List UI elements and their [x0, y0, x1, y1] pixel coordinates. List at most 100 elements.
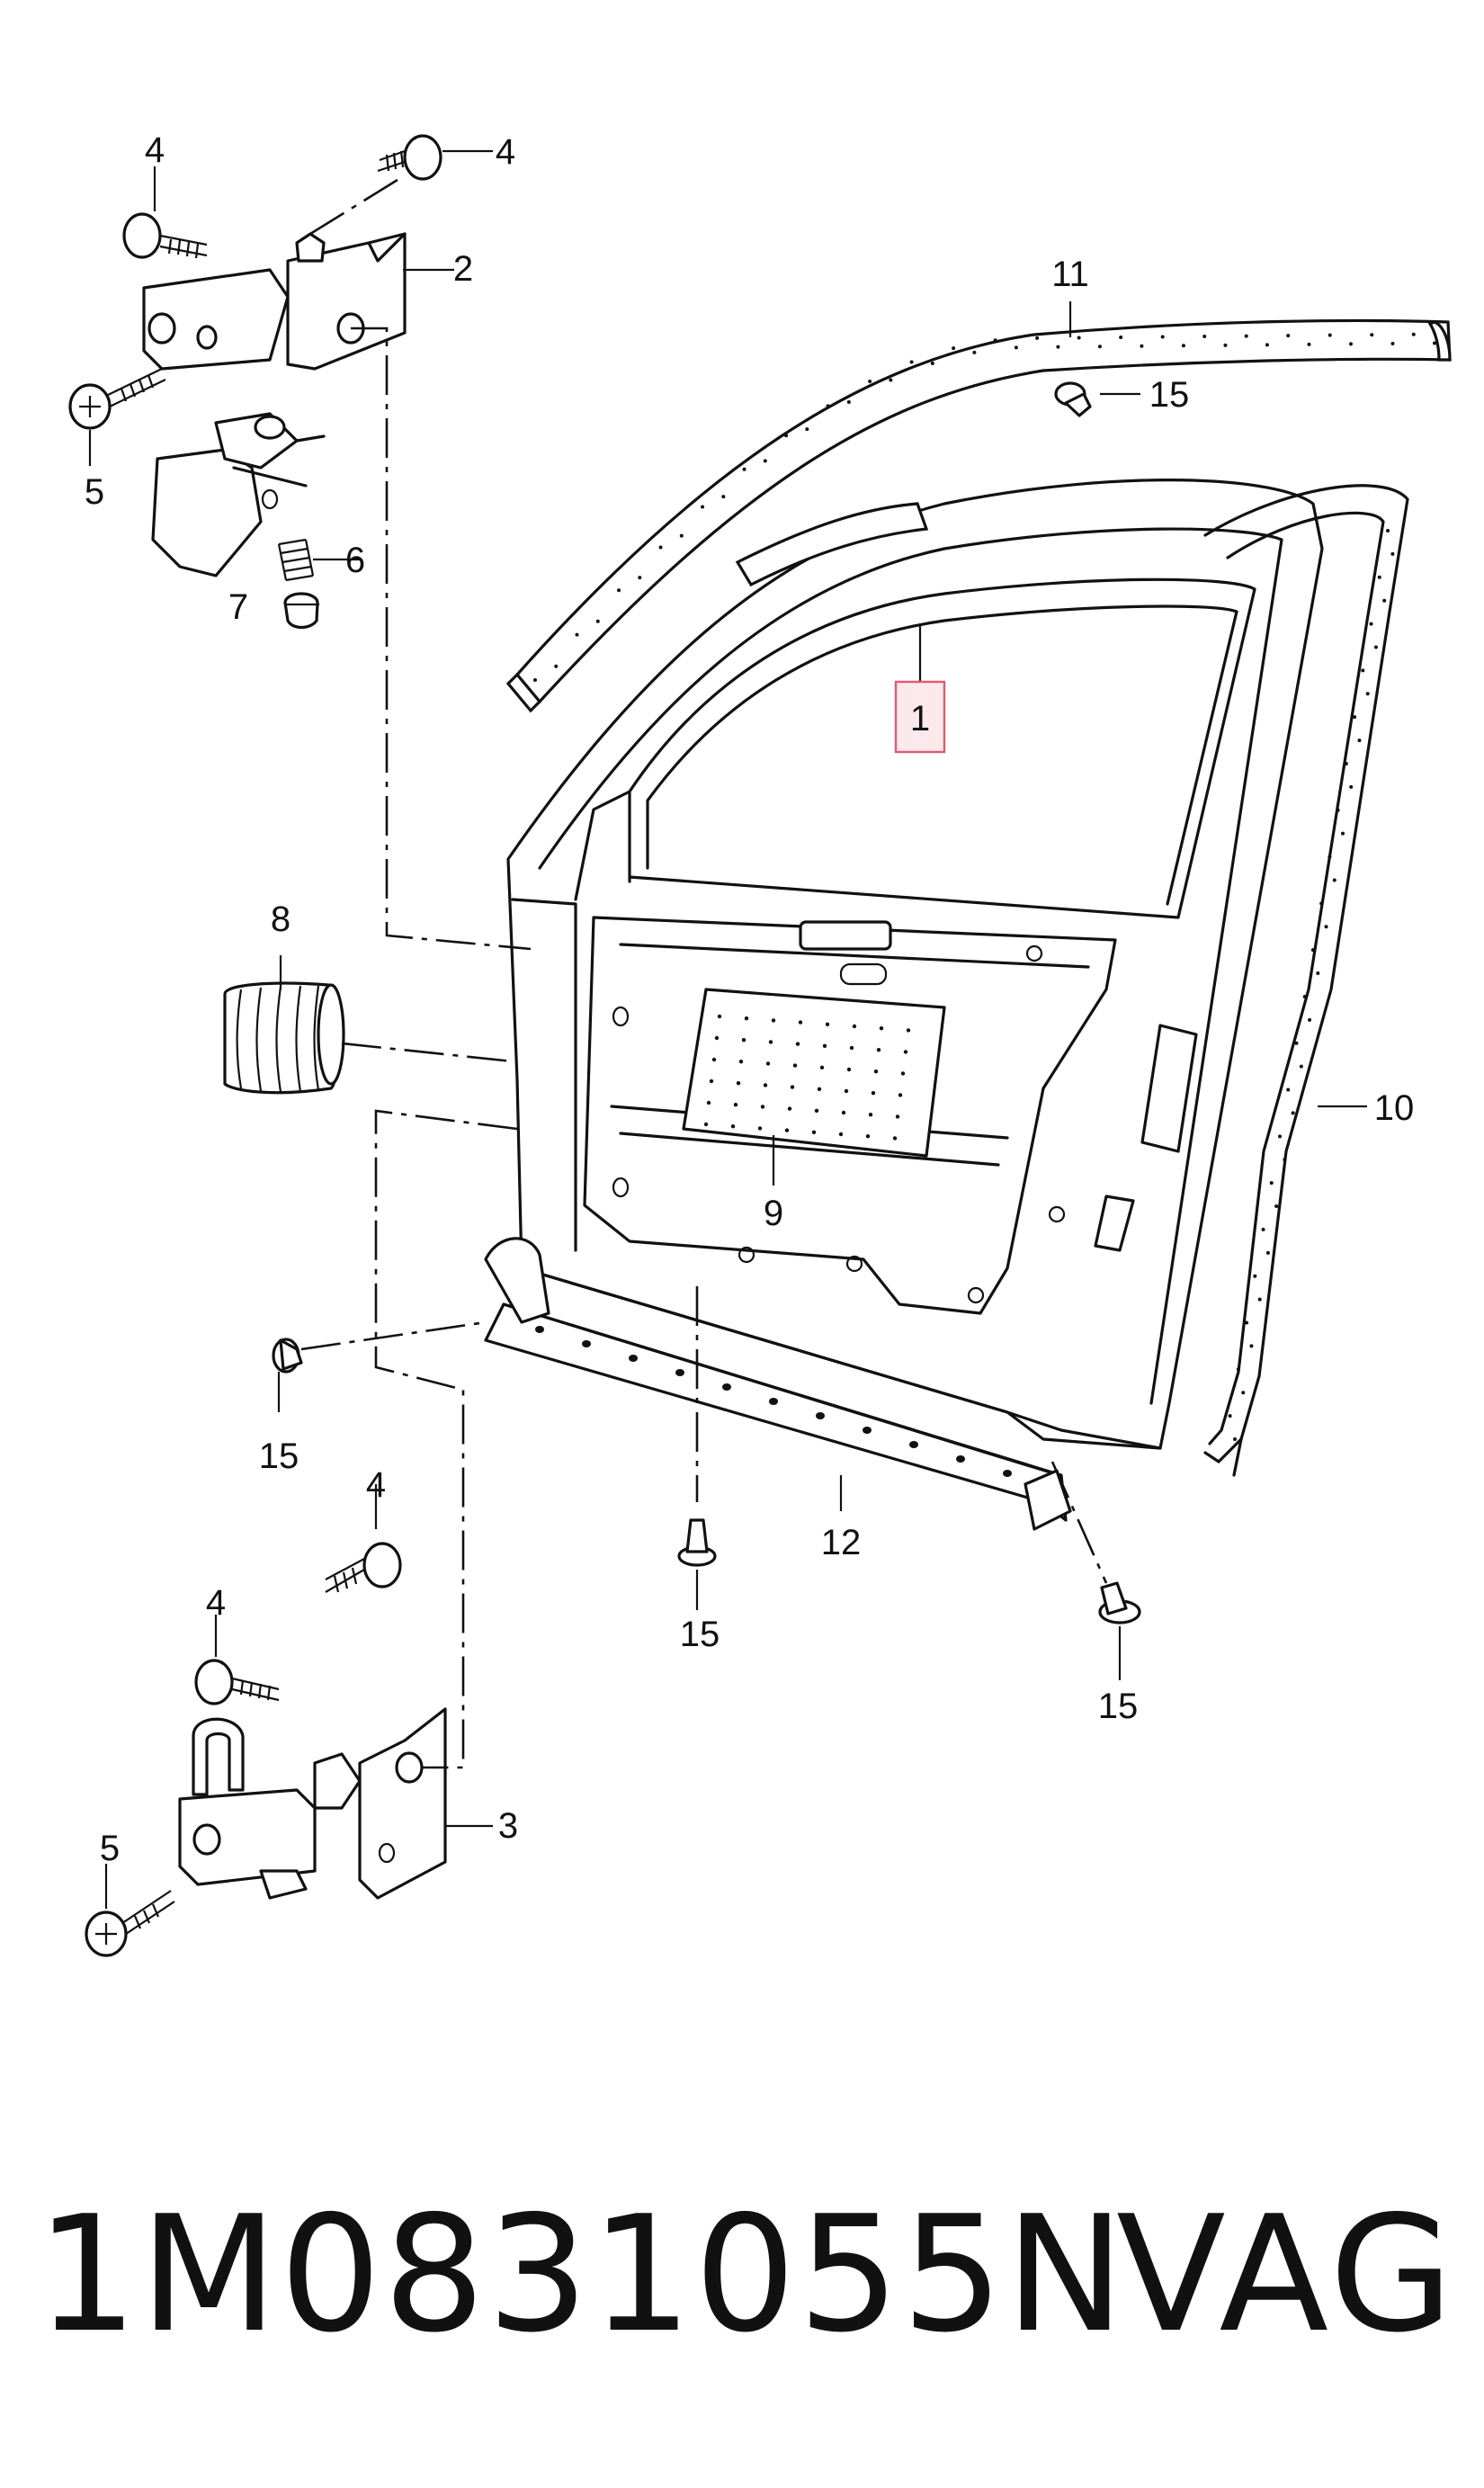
- texture-dot: [906, 1028, 911, 1033]
- texture-dot: [1370, 333, 1374, 337]
- sill-hole: [722, 1383, 731, 1391]
- texture-dot: [1286, 334, 1291, 338]
- texture-dot: [1241, 1391, 1246, 1395]
- texture-dot: [1035, 336, 1040, 340]
- texture-dot: [741, 1038, 746, 1043]
- texture-dot: [1119, 335, 1123, 339]
- texture-dot: [825, 1022, 830, 1027]
- clip-15-right: [1098, 1581, 1141, 1624]
- texture-dot: [841, 1110, 846, 1115]
- texture-dot: [838, 1132, 844, 1137]
- door-shell: [506, 479, 1324, 1450]
- callout-11: 11: [1051, 255, 1089, 294]
- texture-dot: [733, 1103, 738, 1107]
- texture-dot: [993, 338, 997, 343]
- texture-dot: [1181, 344, 1185, 348]
- texture-dot: [865, 1134, 871, 1139]
- screw-5-lower: [85, 1890, 175, 1957]
- callout-5a: 5: [85, 472, 104, 512]
- callout-labels: 1 2 3 4 4 4 4 5 5 6 7 8 9 10 11 12 15 15…: [85, 130, 1414, 1868]
- callout-1: 1: [910, 699, 930, 738]
- texture-dot: [1319, 901, 1324, 906]
- texture-dot: [1253, 1274, 1257, 1278]
- texture-dot: [805, 427, 809, 432]
- sill-hole: [582, 1340, 591, 1347]
- texture-dot: [575, 632, 579, 637]
- callout-5b: 5: [100, 1829, 120, 1868]
- callout-4a: 4: [145, 130, 165, 170]
- texture-dot: [1332, 878, 1336, 882]
- callout-4d: 4: [206, 1583, 226, 1623]
- callout-9: 9: [764, 1194, 783, 1233]
- screw-5-upper: [68, 368, 166, 430]
- upper-hinge: [142, 232, 407, 577]
- texture-dot: [1244, 334, 1248, 338]
- texture-dot: [706, 1100, 711, 1105]
- spring-6: [277, 538, 315, 582]
- texture-dot: [1377, 575, 1381, 579]
- screw-4-lower-left: [194, 1659, 280, 1705]
- texture-dot: [1140, 344, 1144, 348]
- texture-dot: [822, 1043, 827, 1049]
- clip-15-center: [677, 1518, 717, 1567]
- callout-4c: 4: [366, 1465, 386, 1505]
- texture-dot: [1328, 855, 1332, 859]
- callout-10: 10: [1374, 1088, 1415, 1128]
- texture-dot: [879, 1026, 884, 1031]
- callout-15b: 15: [259, 1436, 299, 1476]
- texture-dot: [1261, 1227, 1265, 1231]
- texture-dot: [930, 361, 934, 365]
- sill-hole: [769, 1398, 778, 1405]
- texture-dot: [738, 1060, 744, 1064]
- texture-dot: [1257, 1297, 1262, 1302]
- texture-dot: [1077, 336, 1081, 340]
- texture-dot: [1269, 1181, 1274, 1186]
- texture-dot: [852, 1024, 857, 1029]
- callout-7: 7: [228, 587, 248, 627]
- texture-dot: [744, 1016, 749, 1021]
- part-number: 1M0831055N: [36, 2181, 1127, 2367]
- texture-dot: [1097, 345, 1102, 349]
- texture-dot: [760, 1105, 765, 1109]
- texture-dot: [709, 1078, 714, 1084]
- texture-dot: [617, 588, 621, 593]
- insulation-pad: [682, 988, 946, 1158]
- texture-dot: [638, 576, 642, 580]
- texture-dot: [554, 664, 559, 668]
- texture-dot: [1390, 551, 1395, 556]
- texture-dot: [771, 1018, 776, 1023]
- texture-dot: [819, 1065, 825, 1070]
- lower-hinge: [178, 1707, 447, 1900]
- callout-8: 8: [271, 899, 291, 939]
- texture-dot: [1265, 343, 1269, 347]
- clip-15-upper: [1054, 381, 1092, 417]
- screw-4-upper-left: [122, 212, 208, 259]
- texture-dot: [1353, 715, 1357, 720]
- texture-dot: [757, 1126, 763, 1131]
- texture-dot: [721, 495, 726, 499]
- texture-dot: [909, 360, 914, 364]
- texture-dot: [1286, 1087, 1291, 1092]
- texture-dot: [871, 1091, 876, 1096]
- texture-dot: [849, 1045, 854, 1051]
- texture-dot: [952, 346, 956, 351]
- texture-dot: [795, 1042, 800, 1046]
- sill-trim-strip: [484, 1237, 1072, 1531]
- callout-15d: 15: [1098, 1687, 1139, 1726]
- texture-dot: [1357, 738, 1362, 743]
- texture-dot: [895, 1114, 900, 1119]
- texture-dot: [787, 1106, 792, 1111]
- texture-dot: [1324, 925, 1328, 929]
- texture-dot: [1349, 784, 1354, 789]
- texture-dot: [703, 1122, 709, 1127]
- texture-dot: [868, 380, 872, 384]
- texture-dot: [1365, 692, 1370, 696]
- texture-dot: [1202, 335, 1207, 339]
- texture-dot: [742, 467, 746, 471]
- inner-channel-piece: [735, 502, 929, 587]
- texture-dot: [1056, 345, 1060, 349]
- texture-dot: [790, 1085, 795, 1089]
- texture-dot: [1160, 335, 1165, 339]
- texture-dot: [1278, 1134, 1282, 1139]
- texture-dot: [1307, 342, 1311, 346]
